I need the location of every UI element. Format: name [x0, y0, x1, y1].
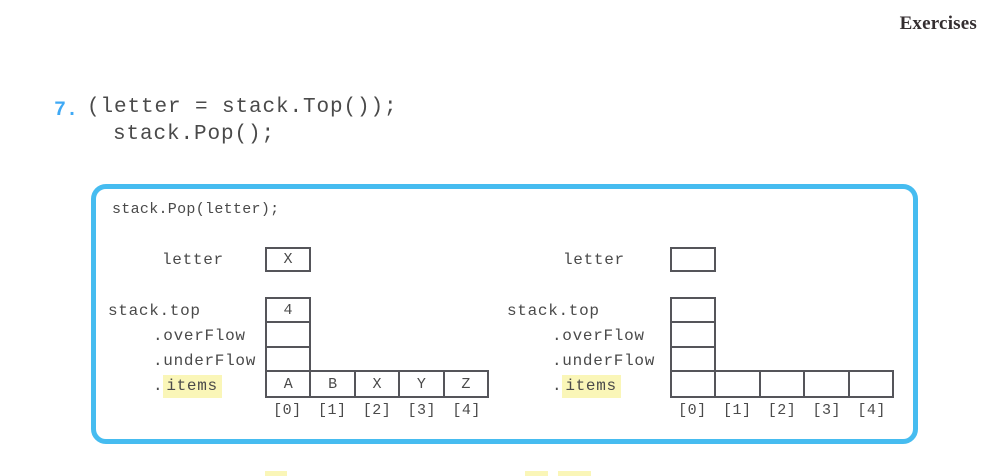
items-highlight-right: items: [562, 375, 621, 398]
items-cell: [803, 372, 847, 396]
exercise-code-line-1: (letter = stack.Top());: [87, 96, 398, 119]
letter-box-right: [670, 247, 716, 272]
index-label: [2]: [767, 402, 797, 419]
stack-top-label-left: stack.top: [108, 302, 201, 320]
items-dot-right: .: [552, 377, 563, 395]
index-label: [3]: [407, 402, 437, 419]
highlight-strip-1: [265, 471, 287, 476]
overflow-cell-left: [267, 321, 309, 345]
index-label: [4]: [452, 402, 481, 419]
index-label: [3]: [812, 402, 842, 419]
overflow-cell-right: [672, 321, 714, 345]
underflow-label-left: .underFlow: [153, 352, 257, 370]
stack-column-right: [670, 297, 716, 372]
letter-label-left: letter: [162, 251, 224, 269]
items-cell: Y: [398, 372, 442, 396]
letter-label-right: letter: [563, 251, 625, 269]
stack-top-cell-left: 4: [283, 301, 293, 319]
items-cell: Z: [442, 372, 487, 396]
overflow-label-left: .overFlow: [153, 327, 246, 345]
items-cell: [758, 372, 803, 396]
overflow-label-right: .overFlow: [552, 327, 645, 345]
items-dot-left: .: [153, 377, 164, 395]
items-cell: B: [309, 372, 353, 396]
page-header-exercises: Exercises: [899, 13, 977, 34]
index-label: [0]: [273, 402, 302, 419]
figure-code: stack.Pop(letter);: [112, 201, 280, 218]
letter-value-left: X: [283, 251, 293, 268]
underflow-cell-right: [672, 345, 714, 370]
index-label: [0]: [678, 402, 707, 419]
exercise-code-line-2: stack.Pop();: [113, 123, 276, 146]
exercise-number: 7.: [54, 99, 79, 122]
underflow-label-right: .underFlow: [552, 352, 656, 370]
index-row-left: [0] [1] [2] [3] [4]: [265, 402, 489, 419]
items-cell: [847, 372, 892, 396]
stack-top-cell-right: [672, 299, 714, 321]
items-highlight-left: items: [163, 375, 222, 398]
highlight-strip-3: [558, 471, 591, 476]
index-label: [1]: [317, 402, 347, 419]
index-label: [4]: [857, 402, 886, 419]
items-label-left: .items: [153, 375, 222, 398]
items-cell: A: [283, 375, 293, 393]
index-label: [1]: [722, 402, 752, 419]
underflow-cell-left: [267, 345, 309, 370]
items-cell: X: [353, 372, 398, 396]
index-label: [2]: [362, 402, 392, 419]
stack-top-label-right: stack.top: [507, 302, 600, 320]
stack-column-left: 4: [265, 297, 311, 372]
index-row-right: [0] [1] [2] [3] [4]: [670, 402, 894, 419]
items-row-left: A B X Y Z: [265, 370, 489, 398]
items-cell: [714, 372, 758, 396]
highlight-strip-2: [525, 471, 548, 476]
items-row-right: [670, 370, 894, 398]
items-label-right: .items: [552, 375, 621, 398]
figure-box: [91, 184, 918, 444]
items-cell: [672, 372, 714, 396]
letter-box-left: X: [265, 247, 311, 272]
